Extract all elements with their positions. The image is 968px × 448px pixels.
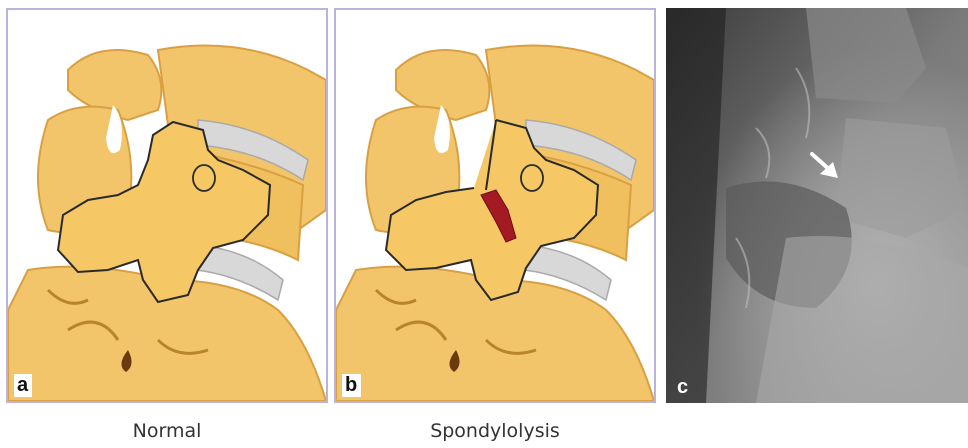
panel-spondylolysis: b [334, 8, 656, 403]
panel-label-a: a [14, 374, 32, 397]
panel-label-b: b [342, 374, 361, 397]
panel-normal: a [6, 8, 328, 403]
caption-spondylolysis: Spondylolysis [334, 420, 656, 442]
caption-normal: Normal [6, 420, 328, 442]
normal-spine-illustration [8, 10, 326, 401]
xray-image [666, 8, 968, 403]
panel-xray: c [666, 8, 968, 403]
panel-label-c: c [674, 376, 692, 399]
spondylolysis-illustration [336, 10, 654, 401]
